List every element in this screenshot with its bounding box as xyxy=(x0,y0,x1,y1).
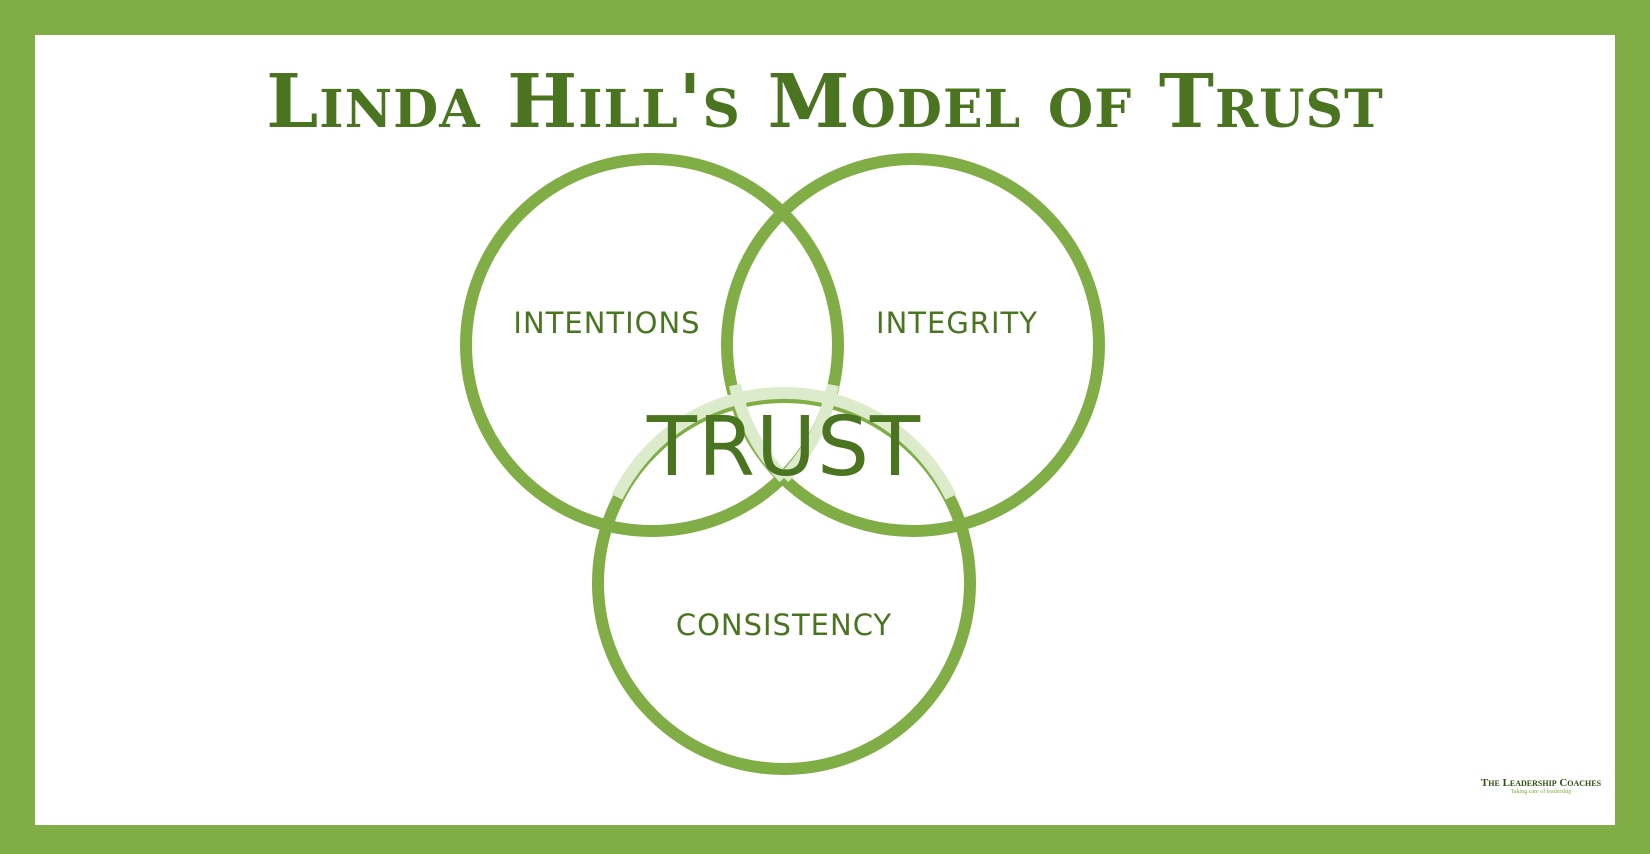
intentions-circle xyxy=(460,153,844,537)
venn-diagram: INTENTIONS INTEGRITY CONSISTENCY TRUST xyxy=(460,153,1105,775)
center-highlight xyxy=(775,384,835,387)
page-title: Linda Hill's Model of Trust xyxy=(266,59,1384,145)
trust-label: TRUST xyxy=(646,400,921,495)
integrity-label: INTEGRITY xyxy=(876,306,1038,340)
consistency-label: CONSISTENCY xyxy=(676,608,892,642)
overlap-arc-left xyxy=(729,383,789,483)
overlap-arc-top xyxy=(611,386,957,500)
logo-name: The Leadership Coaches xyxy=(1480,777,1602,789)
overlap-arc-right xyxy=(779,383,839,483)
brand-logo: The Leadership Coaches Taking care of le… xyxy=(1471,777,1611,795)
integrity-circle xyxy=(721,153,1105,537)
logo-tagline: Taking care of leadership xyxy=(1510,789,1572,795)
intentions-label: INTENTIONS xyxy=(513,306,700,340)
canvas: Linda Hill's Model of Trust INTENTIONS I… xyxy=(35,35,1615,825)
